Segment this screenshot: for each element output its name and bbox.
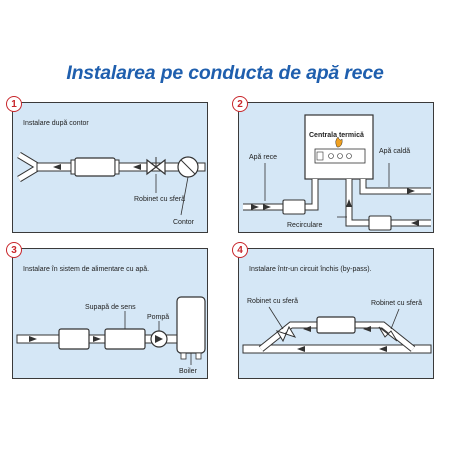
- check-valve: [104, 328, 146, 350]
- treatment-device: [316, 316, 356, 334]
- diagram-title: Instalarea pe conducta de apă rece: [66, 62, 384, 84]
- hot-pipe-fill: [360, 179, 431, 194]
- boiler-foot: [195, 352, 202, 360]
- central-label: Centrala termică: [309, 132, 364, 139]
- panel-4-heading: Instalare într-un circuit închis (by-pas…: [249, 266, 372, 273]
- main-pipe: [36, 162, 206, 172]
- meter-leader: [180, 176, 189, 216]
- boiler-foot: [180, 352, 187, 360]
- panel-1-heading: Instalare după contor: [23, 120, 89, 127]
- meter-dial: [180, 159, 196, 175]
- valve-right-leader: [390, 308, 400, 330]
- panel-1: Instalare după contor Robinet cu sferă C…: [6, 96, 208, 233]
- panel-4: Instalare într-un circuit închis (by-pas…: [232, 242, 434, 379]
- flow-arrow-icon: [411, 220, 419, 226]
- step-badge-1: 1: [6, 96, 22, 112]
- cold-label: Apă rece: [249, 154, 277, 161]
- flow-arrow-icon: [251, 204, 259, 210]
- device-fitting: [70, 159, 76, 175]
- flow-arrow-icon: [303, 326, 311, 332]
- step-badge-2: 2: [232, 96, 248, 112]
- inlet-y-pipe-fill: [17, 152, 44, 182]
- check-label: Supapă de sens: [85, 304, 136, 311]
- hot-label: Apă caldă: [379, 148, 410, 155]
- boiler-tank: [176, 296, 206, 354]
- step-badge-4: 4: [232, 242, 248, 258]
- device-fitting: [114, 159, 120, 175]
- panel-1-drawing: Instalare după contor Robinet cu sferă C…: [17, 120, 206, 226]
- knob-icon: [346, 153, 352, 159]
- pump-arrow-icon: [155, 335, 163, 343]
- meter-label: Contor: [173, 219, 195, 226]
- boiler-label: Boiler: [179, 368, 198, 375]
- flow-arrow-icon: [133, 164, 141, 170]
- flow-arrow-icon: [407, 188, 415, 194]
- flow-arrow-icon: [263, 204, 271, 210]
- valve-label: Robinet cu sferă: [134, 196, 185, 203]
- flow-arrow-icon: [297, 346, 305, 352]
- valve-right-label: Robinet cu sferă: [371, 300, 422, 307]
- display-icon: [316, 151, 324, 161]
- panel-2: Centrala termică Apă rece Apă caldă Reci…: [232, 96, 434, 233]
- flow-arrow-icon: [29, 336, 37, 342]
- panel-4-drawing: Instalare într-un circuit închis (by-pas…: [242, 266, 432, 354]
- pump-label: Pompă: [147, 314, 169, 321]
- valve-left-label: Robinet cu sferă: [247, 298, 298, 305]
- recirc-label: Recirculare: [287, 222, 323, 229]
- flow-arrow-icon: [346, 199, 352, 207]
- panel-2-drawing: Centrala termică Apă rece Apă caldă Reci…: [243, 114, 431, 231]
- treatment-device-cold: [282, 199, 306, 215]
- panel-3: Instalare în sistem de alimentare cu apă…: [6, 242, 208, 379]
- treatment-device: [74, 157, 116, 177]
- panel-3-heading: Instalare în sistem de alimentare cu apă…: [23, 266, 149, 273]
- treatment-device-recirc: [368, 215, 392, 231]
- ball-valve-icon: [378, 326, 398, 342]
- recirc-pipe-fill: [346, 179, 431, 226]
- panel-3-drawing: Instalare în sistem de alimentare cu apă…: [16, 266, 206, 375]
- flow-arrow-icon: [379, 346, 387, 352]
- flow-arrow-icon: [93, 336, 101, 342]
- valve-left-leader: [268, 306, 284, 330]
- flame-icon: [335, 136, 343, 148]
- step-badge-3: 3: [6, 242, 22, 258]
- flow-arrow-icon: [363, 326, 371, 332]
- ball-valve-icon: [275, 325, 297, 343]
- main-pipe: [242, 344, 432, 354]
- flow-arrow-icon: [53, 164, 61, 170]
- treatment-device: [58, 328, 90, 350]
- knob-icon: [328, 153, 334, 159]
- knob-icon: [337, 153, 343, 159]
